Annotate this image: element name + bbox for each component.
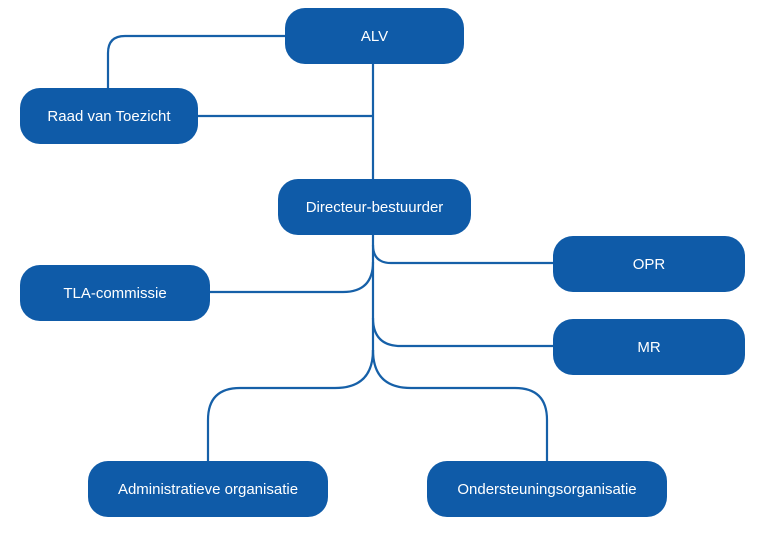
node-tla-commissie-label: TLA-commissie [63,284,167,302]
node-directeur-bestuurder[interactable]: Directeur-bestuurder [278,179,471,235]
node-opr[interactable]: OPR [553,236,745,292]
node-mr[interactable]: MR [553,319,745,375]
connector-directeur-ondersteuningsorganisatie [371,349,549,461]
node-opr-label: OPR [632,255,666,273]
connector-directeur-administratieve-organisatie [206,349,375,461]
connector-directeur-tla-commissie [210,261,375,294]
node-mr-label: MR [637,338,661,356]
node-directeur-bestuurder-label: Directeur-bestuurder [305,198,444,216]
node-alv[interactable]: ALV [285,8,464,64]
node-raad-van-toezicht-label: Raad van Toezicht [47,107,171,125]
connector-directeur-mr [371,317,553,348]
node-administratieve-organisatie-label: Administratieve organisatie [117,480,299,498]
connector-directeur-opr [371,244,553,265]
connector-alv-raad-van-toezicht [106,34,285,88]
node-administratieve-organisatie[interactable]: Administratieve organisatie [88,461,328,517]
node-ondersteuningsorganisatie[interactable]: Ondersteuningsorganisatie [427,461,667,517]
node-ondersteuningsorganisatie-label: Ondersteuningsorganisatie [457,480,637,498]
node-tla-commissie[interactable]: TLA-commissie [20,265,210,321]
node-raad-van-toezicht[interactable]: Raad van Toezicht [20,88,198,144]
node-alv-label: ALV [360,27,389,45]
